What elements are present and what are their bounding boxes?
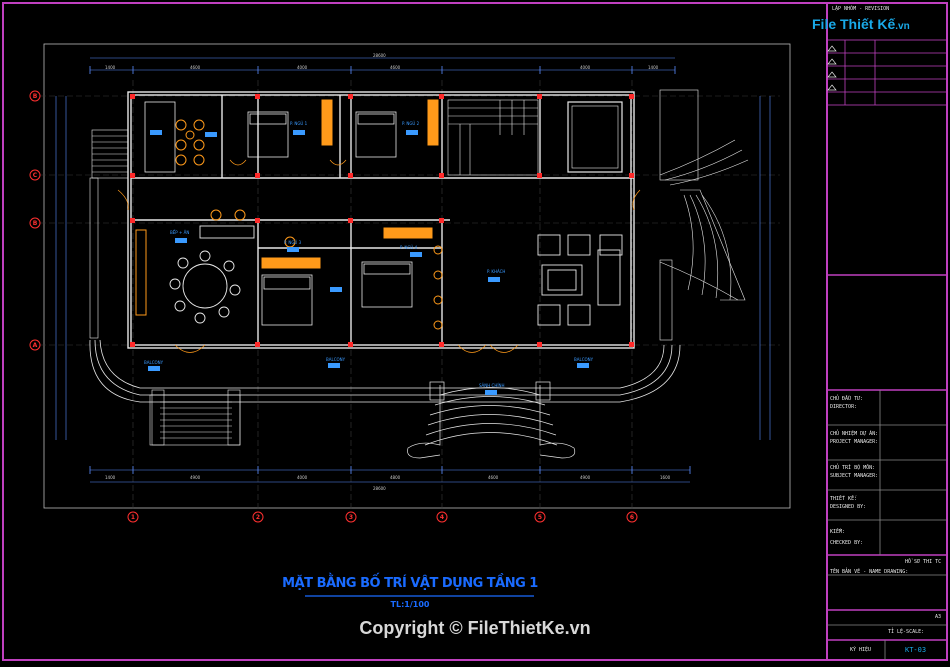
dimension-top-4: 4600 — [390, 65, 401, 70]
front-steps-left — [149, 389, 241, 446]
room-label-balcony3: BALCONY — [574, 357, 594, 362]
structural-columns — [130, 94, 634, 347]
tb-project-manager: CHỦ NHIỆM DỰ ÁN: — [830, 431, 879, 437]
room-label-kitchen: BẾP + ĂN — [170, 230, 190, 235]
room-tags — [148, 130, 589, 395]
grid-label-row-1: B — [32, 93, 38, 100]
living-set — [537, 234, 623, 326]
dimension-bottom-1: 1400 — [105, 475, 116, 480]
logo-name: File Thiết Kế — [812, 16, 896, 32]
tb-drawing-name-label: TÊN BẢN VẼ - NAME DRAWING: — [830, 569, 909, 575]
room-label-bedroom3: P. NGỦ 3 — [284, 240, 302, 245]
dimension-bottom-7: 1600 — [660, 475, 671, 480]
grid-label-col-1: 1 — [130, 514, 136, 521]
tb-subject-manager-en: SUBJECT MANAGER: — [830, 473, 879, 479]
dimension-top-1: 1400 — [105, 65, 116, 70]
grid-label-col-2: 2 — [255, 514, 261, 521]
dining-set — [169, 225, 255, 324]
revision-table — [826, 39, 948, 106]
tb-drawing-name: HỒ SƠ THI TC — [905, 559, 942, 565]
dimension-lines — [55, 57, 771, 483]
grid-bubbles — [29, 90, 638, 523]
tb-company-header: LẬP NHÓM - REVISION — [832, 6, 890, 12]
room-label-bedroom4: P. NGỦ 4 — [400, 245, 418, 250]
plan-title: MẶT BẰNG BỐ TRÍ VẬT DỤNG TẦNG 1 — [282, 576, 538, 591]
tb-sheet-label: KÝ HIỆU — [850, 647, 872, 653]
dimension-bottom-2: 4900 — [190, 475, 201, 480]
tb-project-manager-en: PROJECT MANAGER: — [830, 439, 879, 445]
plan-scale: TL:1/100 — [390, 600, 430, 609]
grid-label-col-5: 5 — [537, 514, 543, 521]
dimension-top-3: 4000 — [297, 65, 308, 70]
copyright-watermark: Copyright © FileThietKe.vn — [359, 618, 591, 638]
dimension-bottom-6: 4900 — [580, 475, 591, 480]
tb-director: CHỦ ĐẦU TƯ: — [830, 396, 864, 402]
dimension-bottom-4: 4800 — [390, 475, 401, 480]
right-curved-stair — [659, 89, 749, 341]
room-label-balcony2: BALCONY — [326, 357, 346, 362]
dimension-top-6: 1400 — [648, 65, 659, 70]
room-label-living: P. KHÁCH — [487, 269, 506, 274]
tb-sheet-size: A3 — [935, 614, 942, 620]
tb-subject-manager: CHỦ TRÌ BỘ MÔN: — [830, 465, 876, 471]
tb-sheet-code: KT-03 — [905, 646, 927, 654]
room-label-bedroom2: P. NGỦ 2 — [402, 121, 420, 126]
brand-logo: File Thiết Kế.vn — [812, 16, 910, 32]
title-block — [826, 2, 948, 661]
room-label-balcony1: BALCONY — [144, 360, 164, 365]
atrium-void — [567, 101, 623, 173]
grid-label-row-2: C — [32, 172, 38, 179]
dimension-overall-bottom: 28600 — [373, 486, 386, 491]
tb-director-en: DIRECTOR: — [830, 404, 858, 410]
tb-designer: THIẾT KẾ: — [830, 496, 858, 502]
tb-checker-en: CHECKED BY: — [830, 540, 864, 546]
left-stair — [89, 129, 129, 339]
bedroom-furniture — [144, 101, 413, 326]
interior-stair — [447, 99, 539, 176]
grid-label-row-4: A — [32, 342, 38, 349]
entrance-steps — [407, 381, 576, 459]
dimension-top-2: 4600 — [190, 65, 201, 70]
bathroom-fixtures — [135, 99, 443, 330]
front-terrace — [89, 339, 681, 403]
grid-label-col-3: 3 — [348, 514, 354, 521]
room-label-bedroom1: P. NGỦ 1 — [290, 121, 308, 126]
dimension-overall-top: 28600 — [373, 53, 386, 58]
drawing-frame — [43, 43, 791, 509]
dimension-top-5: 4000 — [580, 65, 591, 70]
building-walls — [127, 91, 635, 349]
grid-label-col-6: 6 — [629, 514, 635, 521]
logo-tld: .vn — [895, 21, 910, 32]
tb-checker: KIỂM: — [830, 529, 846, 535]
dimension-bottom-5: 4600 — [488, 475, 499, 480]
tb-designer-en: DESIGNED BY: — [830, 504, 867, 510]
grid-label-col-4: 4 — [439, 514, 445, 521]
doors — [117, 159, 641, 353]
room-label-lobby: SẢNH CHÍNH — [479, 383, 505, 388]
dimension-bottom-3: 4000 — [297, 475, 308, 480]
grid-label-row-3: B — [32, 220, 38, 227]
tb-scale-label: TỈ LỆ-SCALE: — [888, 629, 925, 635]
